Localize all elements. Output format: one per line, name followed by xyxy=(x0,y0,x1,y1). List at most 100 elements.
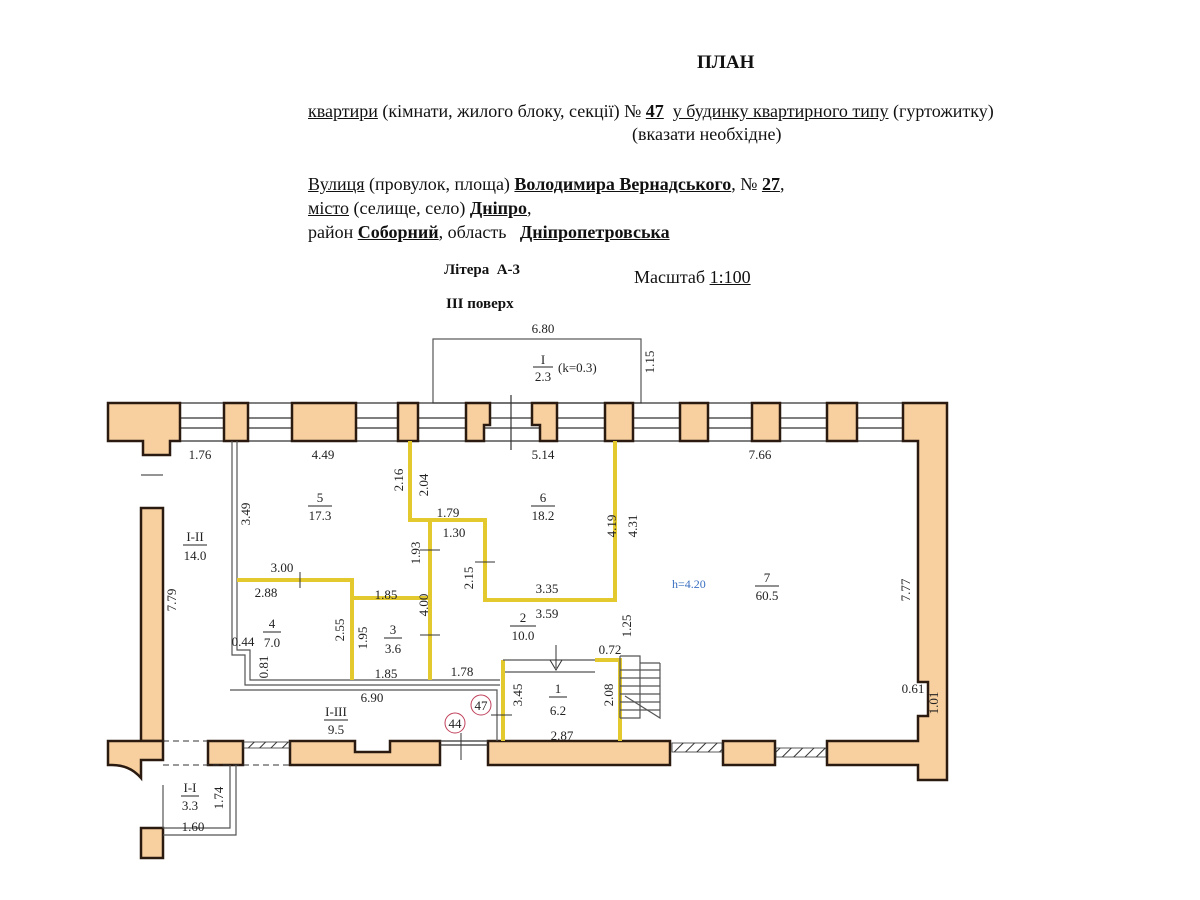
city-name: Дніпро xyxy=(469,198,527,218)
apartment-line: квартири (кімнати, жилого блоку, секції)… xyxy=(308,101,994,122)
dim: 0.61 xyxy=(902,681,925,696)
plan-shape: 2.3 xyxy=(535,369,551,384)
city-line: місто (селище, село) Дніпро, xyxy=(308,198,532,219)
plan-shape xyxy=(231,441,500,686)
plan-shape xyxy=(396,401,420,443)
dim: 1.15 xyxy=(642,351,657,374)
plan-shape xyxy=(825,401,859,443)
plan-shape xyxy=(237,578,354,680)
dim: 1.74 xyxy=(211,786,226,809)
dim: 2.04 xyxy=(416,473,431,496)
plan-shape: 3.6 xyxy=(385,641,402,656)
district-label: район xyxy=(308,222,358,242)
plan-shape xyxy=(222,401,250,443)
dim: 2.15 xyxy=(461,567,476,590)
dim: 1.30 xyxy=(443,525,466,540)
plan-shape xyxy=(530,401,559,443)
room-2: 210.0 xyxy=(510,610,536,643)
dim: 4.31 xyxy=(625,515,640,538)
plan-shape: (k=0.3) xyxy=(558,360,597,375)
room-4: 47.0 xyxy=(263,616,281,650)
dim: 1.25 xyxy=(619,615,634,638)
plan-shape xyxy=(671,742,723,753)
plan-shape xyxy=(106,739,165,782)
dim: 1.79 xyxy=(437,505,460,520)
room-I: I 2.3 (k=0.3) xyxy=(533,352,597,384)
plan-shape xyxy=(163,765,237,836)
dim: 7.79 xyxy=(164,589,179,612)
plan-shape xyxy=(775,747,827,758)
plan-shape xyxy=(139,826,165,860)
dim: 4.19 xyxy=(604,515,619,538)
plan-shape xyxy=(408,441,617,602)
plan-shape xyxy=(242,741,291,749)
plan-shape: 5 xyxy=(317,490,324,505)
room-5: 517.3 xyxy=(308,490,332,523)
dim: 1.85 xyxy=(375,666,398,681)
plan-shape: 3.3 xyxy=(182,798,198,813)
comma: , xyxy=(779,174,785,194)
plan-shape: 18.2 xyxy=(532,508,555,523)
street-label: Вулиця xyxy=(308,174,365,194)
dim: 1.93 xyxy=(408,542,423,565)
apartment-number: 47 xyxy=(645,101,664,121)
apartment-type: квартири xyxy=(308,101,378,121)
dim: 6.80 xyxy=(532,321,555,336)
room-6: 618.2 xyxy=(531,490,555,523)
marker-circle-47 xyxy=(470,694,492,716)
scale-line: Масштаб 1:100 xyxy=(634,267,751,288)
dim: 0.44 xyxy=(232,634,255,649)
dim: 1.78 xyxy=(451,664,474,679)
dim: 2.55 xyxy=(332,619,347,642)
exterior-walls xyxy=(106,401,949,860)
dim: 0.81 xyxy=(256,656,271,679)
dim: 0.72 xyxy=(599,642,622,657)
plan-shape: I xyxy=(541,352,545,367)
plan-shape: 2 xyxy=(520,610,527,625)
marker-circle-44 xyxy=(444,712,466,734)
plan-shape: I-I xyxy=(184,780,197,795)
plan-shape xyxy=(230,689,498,741)
instruction-note: (вказати необхідне) xyxy=(632,124,782,144)
floor-label: III поверх xyxy=(446,296,514,312)
plan-shape: 17.3 xyxy=(309,508,332,523)
city-label: місто xyxy=(308,198,350,218)
dim: 2.16 xyxy=(391,468,406,491)
plan-shape: 6 xyxy=(540,490,547,505)
building-option: (гуртожитку) xyxy=(888,101,994,121)
dim: 7.66 xyxy=(749,447,772,462)
plan-shape xyxy=(464,401,492,443)
dim: 5.14 xyxy=(532,447,555,462)
plan-shape: 9.5 xyxy=(328,722,344,737)
dim: 4.00 xyxy=(416,594,431,617)
dim: 3.59 xyxy=(536,606,559,621)
plan-shape xyxy=(721,739,777,767)
litera-label: Літера А-3 xyxy=(444,262,521,278)
plan-shape xyxy=(290,401,358,443)
apartment-options: (кімнати, жилого блоку, секції) № xyxy=(377,101,646,121)
dim: 3.00 xyxy=(271,560,294,575)
dimension-labels: 6.80 1.15 1.76 4.49 5.14 7.66 2.16 2.04 … xyxy=(164,321,941,834)
room-7: 760.5 xyxy=(755,570,779,603)
marker-47: 47 xyxy=(475,698,489,713)
interior-partitions xyxy=(141,441,622,836)
region-label: , область xyxy=(438,222,520,242)
marker-44: 44 xyxy=(449,716,463,731)
plan-shape: 14.0 xyxy=(184,548,207,563)
plan-shape xyxy=(624,663,661,720)
plan-shape: 7 xyxy=(764,570,771,585)
dim: 1.95 xyxy=(355,627,370,650)
street-name: Володимира Вернадського xyxy=(514,174,732,194)
plan-shape xyxy=(486,739,672,767)
street-num-label: , № xyxy=(731,174,762,194)
plan-shape xyxy=(678,401,710,443)
room-3: 33.6 xyxy=(384,622,402,656)
plan-shape: 1 xyxy=(555,681,562,696)
plan-shape: 3 xyxy=(390,622,397,637)
plan-shape xyxy=(549,659,563,671)
room-1: 16.2 xyxy=(549,681,567,718)
plan-shape xyxy=(106,401,182,457)
plan-shape xyxy=(825,401,949,782)
